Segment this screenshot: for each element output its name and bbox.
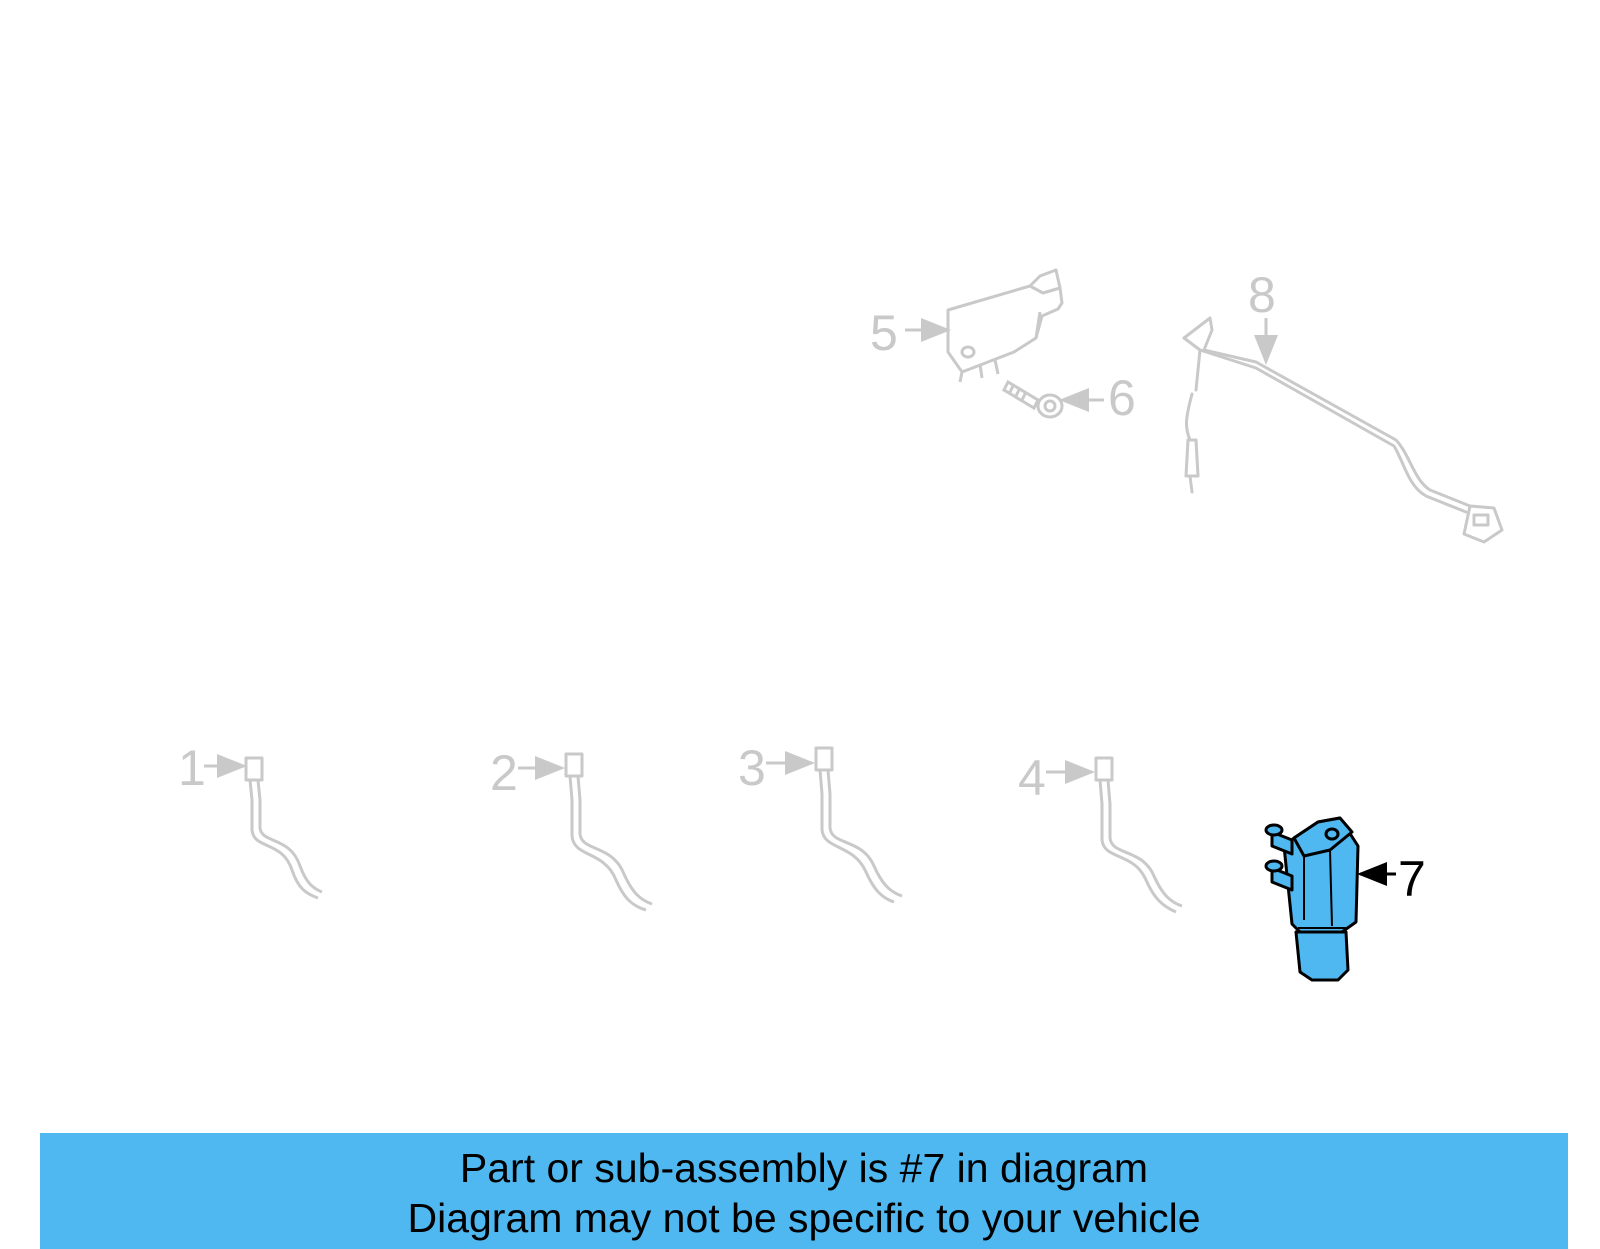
callout-1-label: 1 xyxy=(178,740,206,796)
part-5-pressure-sensor xyxy=(946,268,1064,383)
callout-3-label: 3 xyxy=(738,740,766,796)
part-3-sensor-lead xyxy=(814,746,903,904)
callout-6-label: 6 xyxy=(1108,370,1136,426)
callout-5-label: 5 xyxy=(870,305,898,361)
part-1-sensor-lead xyxy=(244,756,323,900)
part-2-sensor-lead xyxy=(564,752,653,912)
part-8-oxygen-sensor-harness xyxy=(1182,316,1504,544)
part-7-pressure-sensor-highlighted xyxy=(1264,816,1360,982)
callout-7-label: 7 xyxy=(1398,851,1426,907)
part-6-bolt xyxy=(1002,379,1064,419)
info-banner: Part or sub-assembly is #7 in diagram Di… xyxy=(40,1133,1568,1249)
callout-8-label: 8 xyxy=(1248,267,1276,323)
banner-line-2: Diagram may not be specific to your vehi… xyxy=(407,1195,1201,1241)
part-4-sensor-lead xyxy=(1094,756,1183,914)
banner-line-1: Part or sub-assembly is #7 in diagram xyxy=(459,1145,1149,1191)
callout-4-label: 4 xyxy=(1018,750,1046,806)
callout-2-label: 2 xyxy=(490,745,518,801)
